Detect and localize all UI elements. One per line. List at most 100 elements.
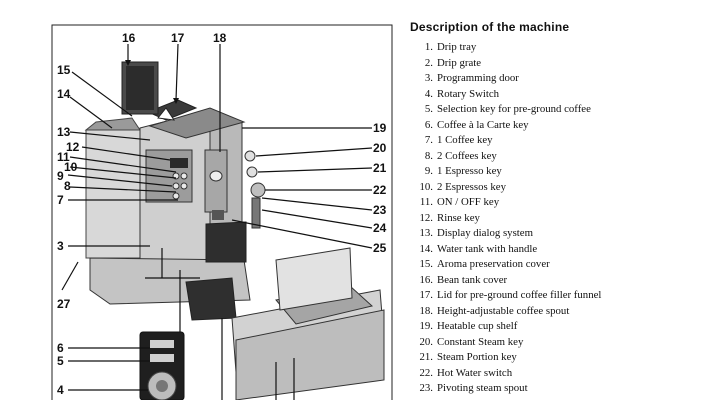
legend-item-label: 2 Espressos key [437, 180, 506, 193]
legend-item: 19.Heatable cup shelf [416, 319, 710, 335]
legend-item: 21.Steam Portion key [416, 350, 710, 366]
legend-item-label: Heatable cup shelf [437, 320, 518, 332]
legend-title: Description of the machine [410, 20, 570, 34]
legend-item-label: Rotary Switch [437, 87, 500, 100]
key-dot-3 [172, 182, 180, 190]
callout-9: 9 [57, 169, 64, 183]
callout-27: 27 [57, 297, 71, 311]
callout-18: 18 [213, 31, 227, 45]
legend-item: 5. Selection key for pre-ground coffee [416, 102, 710, 118]
legend-item-number: 22. [419, 366, 434, 379]
coffee-carte-key [150, 354, 174, 362]
callout-14: 14 [57, 87, 71, 101]
legend-item-label: 1 Coffee key [437, 134, 493, 146]
legend-item-number: 17. [419, 289, 434, 301]
legend-item-label: Display dialog system [437, 227, 533, 239]
key-dot-4 [180, 182, 188, 190]
grounds-container [185, 277, 237, 321]
callout-5: 5 [57, 354, 64, 368]
callout-13: 13 [57, 125, 71, 139]
key-dot-2 [180, 172, 188, 180]
leader-lines [61, 43, 373, 400]
legend-item: 14.Water tank with handle [416, 242, 710, 258]
legend-item-number: 15. [419, 258, 434, 270]
legend-item-label: Selection key for pre-ground coffee [437, 103, 591, 115]
legend-item-label: 1 Espresso key [437, 165, 502, 177]
legend-item-number: 3. [424, 72, 433, 84]
legend-item-number: 21. [419, 351, 434, 363]
legend-item-label: ON / OFF key [437, 196, 500, 208]
legend-item: 8.2 Coffees key [416, 149, 710, 165]
legend-item-number: 6. [424, 118, 433, 131]
machine-illustration: 16 17 18 15 14 13 12 11 10 9 8 7 3 27 6 … [51, 24, 393, 400]
steam-key-top [244, 150, 256, 162]
drip-tray-front [235, 309, 385, 400]
legend-item: 18.Height-adjustable coffee spout [416, 304, 710, 320]
legend-item: 15.Aroma preservation cover [416, 257, 710, 273]
steam-spout [251, 197, 261, 229]
legend-item-number: 23. [419, 382, 434, 394]
legend-item: 4. Rotary Switch [416, 87, 710, 103]
cover-inner [126, 66, 154, 110]
callout-4: 4 [57, 383, 64, 397]
callout-12: 12 [66, 140, 80, 154]
callout-22: 22 [373, 183, 387, 197]
legend-item-number: 12. [419, 211, 434, 224]
callout-24: 24 [373, 221, 387, 235]
spout-emblem [209, 170, 223, 182]
callout-8: 8 [64, 179, 71, 193]
legend-item-label: Rinse key [437, 211, 480, 224]
legend-item-number: 13. [419, 227, 434, 239]
machine-diagram: 16 17 18 15 14 13 12 11 10 9 8 7 3 27 6 … [51, 24, 393, 400]
rotary-center [156, 380, 168, 392]
legend-item: 2.Drip grate [416, 56, 710, 72]
legend-item-number: 16. [419, 273, 434, 286]
programming-door-key [150, 340, 174, 348]
legend-item: 1.Drip tray [416, 40, 710, 56]
legend-item: 9. 1 Espresso key [416, 164, 710, 180]
legend-item-number: 9. [424, 165, 433, 177]
legend-item: 13.Display dialog system [416, 226, 710, 242]
display [170, 158, 188, 168]
callout-25: 25 [373, 241, 387, 255]
callout-3: 3 [57, 239, 64, 253]
legend-item-number: 14. [419, 242, 434, 255]
hot-water-switch [250, 182, 266, 198]
callout-10: 10 [64, 160, 78, 174]
legend-item: 22.Hot Water switch [416, 366, 710, 382]
callout-7: 7 [57, 193, 64, 207]
legend-item-label: Hot Water switch [437, 366, 513, 379]
legend-item: 20.Constant Steam key [416, 335, 710, 351]
legend-item: 12.Rinse key [416, 211, 710, 227]
callout-20: 20 [373, 141, 387, 155]
legend-item: 7. 1 Coffee key [416, 133, 710, 149]
legend-item-number: 18. [419, 304, 434, 317]
legend-item-number: 5. [424, 103, 433, 115]
legend-item-number: 10. [419, 180, 434, 193]
brew-chamber [205, 221, 247, 263]
callout-6: 6 [57, 341, 64, 355]
spout-nozzle [212, 210, 224, 220]
steam-key [246, 166, 258, 178]
legend-item-number: 11. [419, 196, 433, 208]
legend-item: 17.Lid for pre-ground coffee filler funn… [416, 288, 710, 304]
legend-item-label: Coffee à la Carte key [437, 118, 529, 131]
legend-item-number: 7. [424, 134, 433, 146]
legend-item-number: 8. [424, 149, 433, 162]
legend-item-number: 20. [419, 335, 434, 348]
legend-item-label: Water tank with handle [437, 242, 538, 255]
callout-19: 19 [373, 121, 387, 135]
callout-21: 21 [373, 161, 387, 175]
legend-item-label: Steam Portion key [437, 351, 517, 363]
key-dot-5 [172, 192, 180, 200]
legend-item-number: 2. [424, 56, 433, 69]
legend-item-label: Height-adjustable coffee spout [437, 304, 570, 317]
legend-item-number: 4. [424, 87, 433, 100]
callout-23: 23 [373, 203, 387, 217]
callout-11: 11 [57, 150, 70, 164]
legend-item-label: Pivoting steam spout [437, 382, 528, 394]
legend-item-label: Bean tank cover [437, 273, 508, 286]
legend-item-label: Aroma preservation cover [437, 258, 550, 270]
